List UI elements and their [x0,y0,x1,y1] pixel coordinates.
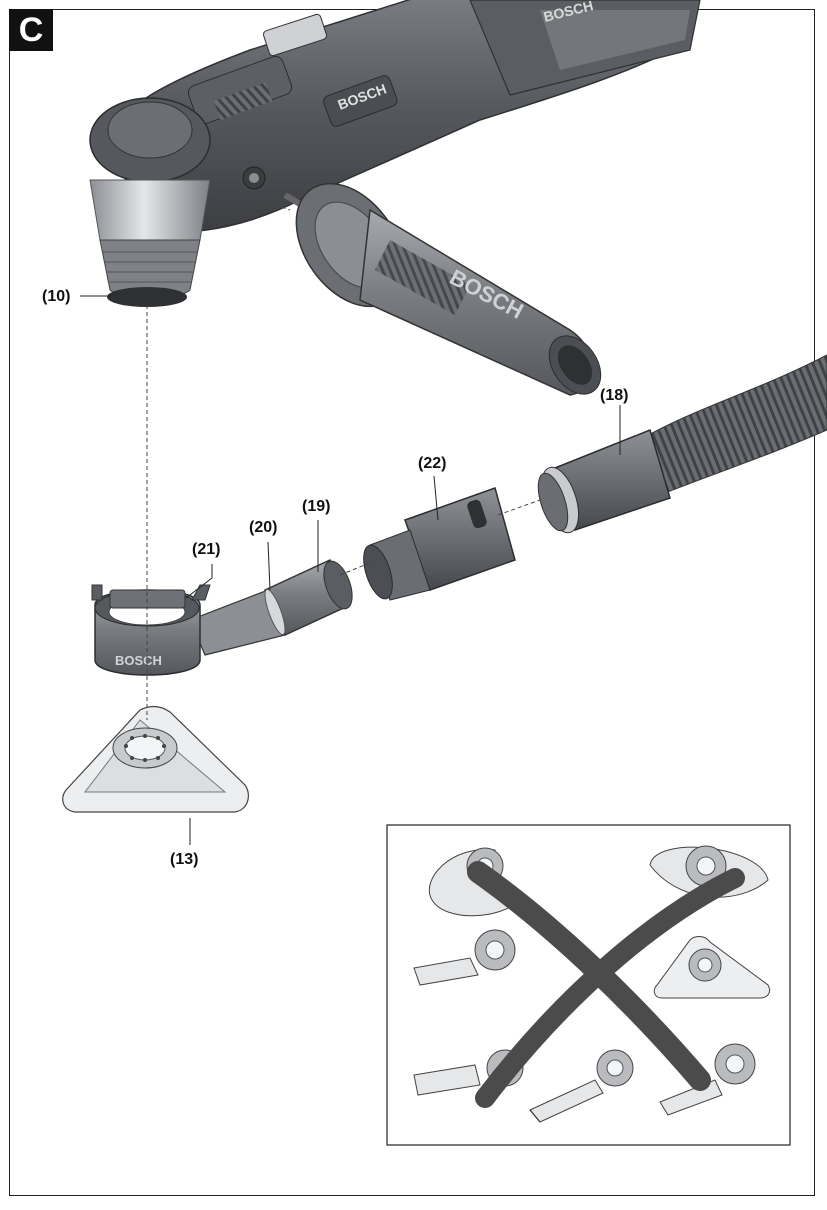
adapter-22 [363,487,516,601]
callout-22: (22) [418,455,447,472]
assembly-axis-lines [146,199,541,720]
prohibited-cross-icon [467,861,745,1108]
callout-leaders [80,295,621,845]
multitool-body: BOSCH BOSCH [89,0,701,307]
auxiliary-handle: BOSCH [283,182,602,396]
dust-extraction-hood: BOSCH [91,559,353,676]
delta-sanding-plate [62,705,249,813]
vacuum-hose [537,354,827,534]
plunge-blade-center-icon [529,1049,634,1123]
brand-on-hood: BOSCH [115,653,162,668]
callout-21: (21) [192,541,221,558]
callout-19: (19) [302,498,331,515]
callout-10: (10) [42,288,71,305]
scraper-blade-icon [413,929,516,986]
delta-plate-icon [653,936,771,999]
prohibited-accessories-inset [386,824,791,1146]
section-badge: C [9,9,53,51]
callout-18: (18) [600,387,629,404]
callout-20: (20) [249,519,278,536]
callout-13: (13) [170,851,199,868]
